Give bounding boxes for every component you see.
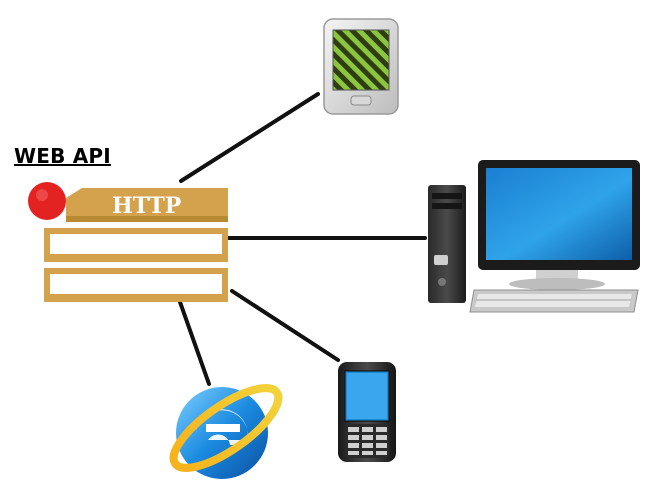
http-label: HTTP: [112, 193, 182, 219]
mobile-phone-icon: [338, 362, 396, 462]
tablet-icon: [323, 18, 399, 115]
connector-tablet: [179, 92, 320, 183]
desktop-computer-icon: [428, 160, 640, 313]
red-indicator-dot: [28, 182, 66, 220]
diagram-title: WEB API: [14, 144, 111, 168]
connector-browser: [178, 300, 211, 386]
web-api-block: [28, 182, 228, 302]
internet-explorer-icon: [169, 384, 283, 479]
connectors: [178, 92, 427, 386]
connector-phone: [230, 289, 340, 362]
http-header-tab: [66, 188, 228, 222]
